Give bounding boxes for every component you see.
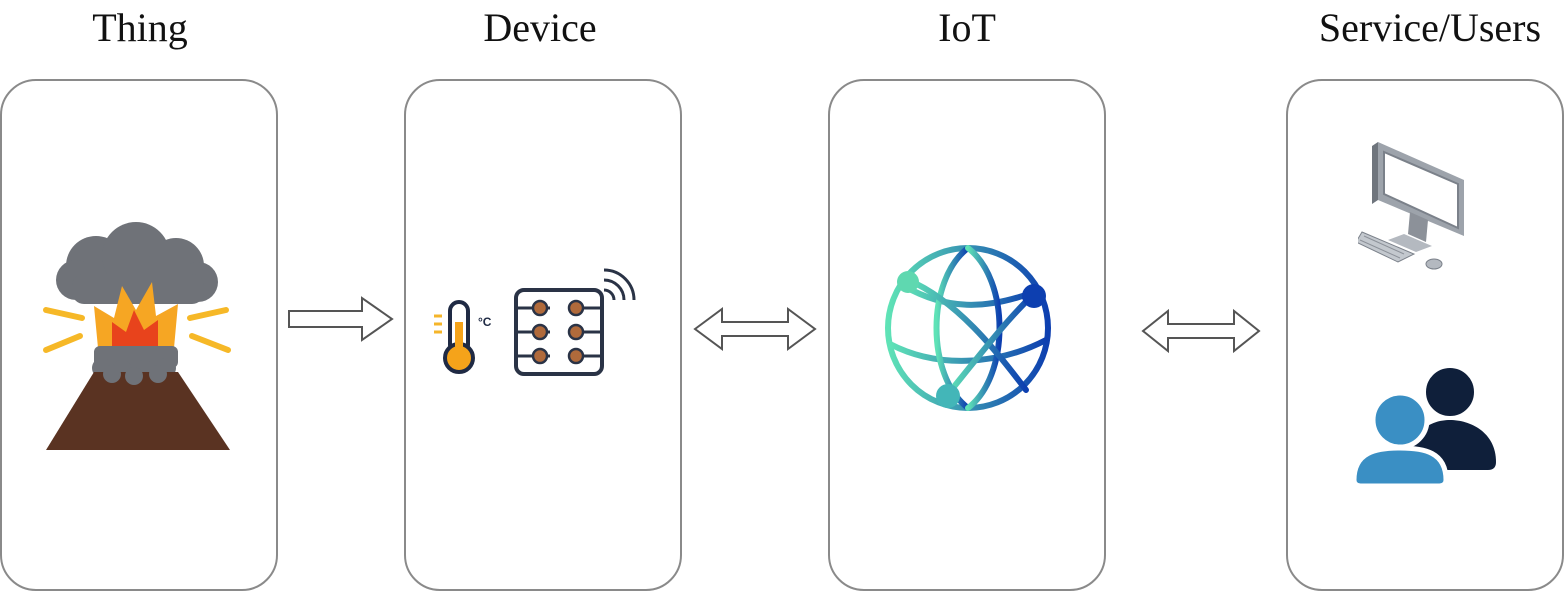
- users-icon: [1351, 364, 1496, 489]
- stage-title-service-users: Service/Users: [1318, 5, 1542, 50]
- volcano-icon: [43, 222, 231, 450]
- arrow-thing-to-device: [288, 296, 394, 342]
- stage-title-thing: Thing: [92, 5, 188, 50]
- stage-title-device: Device: [483, 5, 597, 50]
- sensor-board-icon: [514, 268, 636, 376]
- thermometer-unit-label: °C: [478, 315, 492, 329]
- arrow-device-iot-bidirectional: [693, 307, 817, 351]
- arrow-iot-service-bidirectional: [1141, 308, 1261, 354]
- stage-title-iot: IoT: [938, 5, 996, 50]
- thermometer-icon: °C: [434, 300, 492, 374]
- computer-icon: [1358, 142, 1464, 270]
- globe-network-icon: [885, 245, 1051, 411]
